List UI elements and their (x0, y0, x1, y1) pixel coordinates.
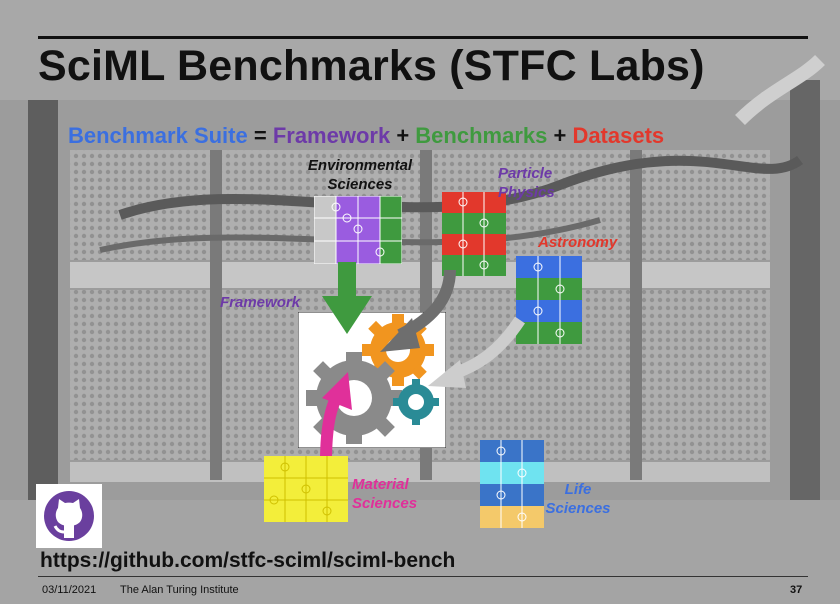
title-rule (38, 36, 808, 39)
formula-suite: Benchmark Suite (68, 123, 248, 148)
formula: Benchmark Suite = Framework + Benchmarks… (68, 123, 664, 149)
label-material-line2: Sciences (352, 495, 418, 512)
label-particle-physics: Particle Physics (498, 164, 555, 202)
formula-datasets: Datasets (572, 123, 665, 148)
environmental-puzzle-icon (314, 196, 402, 264)
formula-benchmarks: Benchmarks (415, 123, 548, 148)
label-particle-line1: Particle (498, 165, 553, 182)
grey-gear-icon (306, 352, 402, 444)
label-life-sciences: Life Sciences (540, 480, 616, 518)
particle-physics-puzzle-icon (442, 192, 506, 276)
github-logo[interactable] (36, 484, 102, 548)
label-environmental-sciences: Environmental Sciences (298, 156, 422, 194)
footer-rule (38, 576, 808, 577)
label-life-line1: Life (564, 481, 592, 498)
label-particle-line2: Physics (498, 184, 555, 201)
label-environmental-line1: Environmental (307, 157, 413, 174)
label-environmental-line2: Sciences (327, 176, 393, 193)
formula-plus-2: + (547, 123, 573, 148)
footer-date: 03/11/2021 (42, 584, 97, 596)
formula-plus-1: + (390, 123, 416, 148)
label-framework: Framework (220, 294, 301, 311)
formula-equals: = (247, 123, 273, 148)
label-astronomy: Astronomy (538, 234, 618, 251)
slide-title: SciML Benchmarks (STFC Labs) (38, 42, 705, 90)
github-link[interactable]: https://github.com/stfc-sciml/sciml-benc… (40, 549, 456, 572)
material-sciences-puzzle-icon (264, 456, 348, 522)
footer-org: The Alan Turing Institute (120, 584, 239, 596)
label-life-line2: Sciences (545, 500, 611, 517)
label-material-sciences: Material Sciences (352, 475, 417, 513)
life-sciences-puzzle-icon (480, 440, 544, 528)
astronomy-puzzle-icon (516, 256, 582, 344)
github-icon (44, 491, 94, 541)
footer-page-number: 37 (790, 584, 803, 596)
label-material-line1: Material (352, 476, 409, 493)
framework-box (298, 312, 446, 448)
teal-gear-icon (393, 379, 439, 425)
formula-framework: Framework (272, 123, 391, 148)
